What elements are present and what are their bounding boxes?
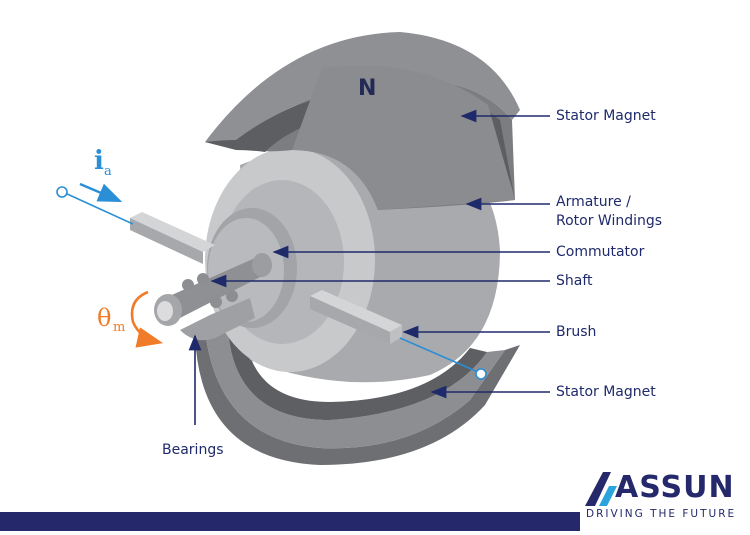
- brush-top: [130, 212, 215, 264]
- brand-logo: ASSUN DRIVING THE FUTURE: [585, 470, 745, 528]
- current-subscript: a: [104, 164, 112, 179]
- brush-bottom: [310, 290, 402, 344]
- angle-subscript: m: [113, 320, 126, 335]
- label-armature-line2: Rotor Windings: [556, 213, 663, 229]
- label-brush: Brush: [556, 324, 597, 340]
- current-wires: [56, 182, 487, 380]
- leader-lines: [188, 109, 550, 425]
- stator-magnet-top: [205, 32, 520, 210]
- label-armature-line1: Armature /: [556, 194, 631, 210]
- label-commutator: Commutator: [556, 244, 645, 260]
- rotation-arrow: [130, 290, 164, 348]
- label-bearings: Bearings: [162, 442, 224, 458]
- label-stator-magnet-bottom: Stator Magnet: [556, 384, 656, 400]
- footer-bar: [0, 512, 580, 531]
- brand-tagline: DRIVING THE FUTURE: [586, 508, 737, 520]
- brand-name: ASSUN: [615, 470, 735, 505]
- stator-magnet-bottom: [195, 330, 520, 465]
- north-pole-label: N: [358, 76, 377, 101]
- label-shaft: Shaft: [556, 273, 593, 289]
- bearings: [180, 273, 255, 341]
- label-stator-magnet-top: Stator Magnet: [556, 108, 656, 124]
- angle-symbol: θ: [97, 304, 112, 332]
- logo-mark-icon: [585, 472, 617, 506]
- current-symbol: i: [94, 146, 104, 176]
- south-pole-label: S: [309, 381, 325, 406]
- shaft: [154, 253, 272, 326]
